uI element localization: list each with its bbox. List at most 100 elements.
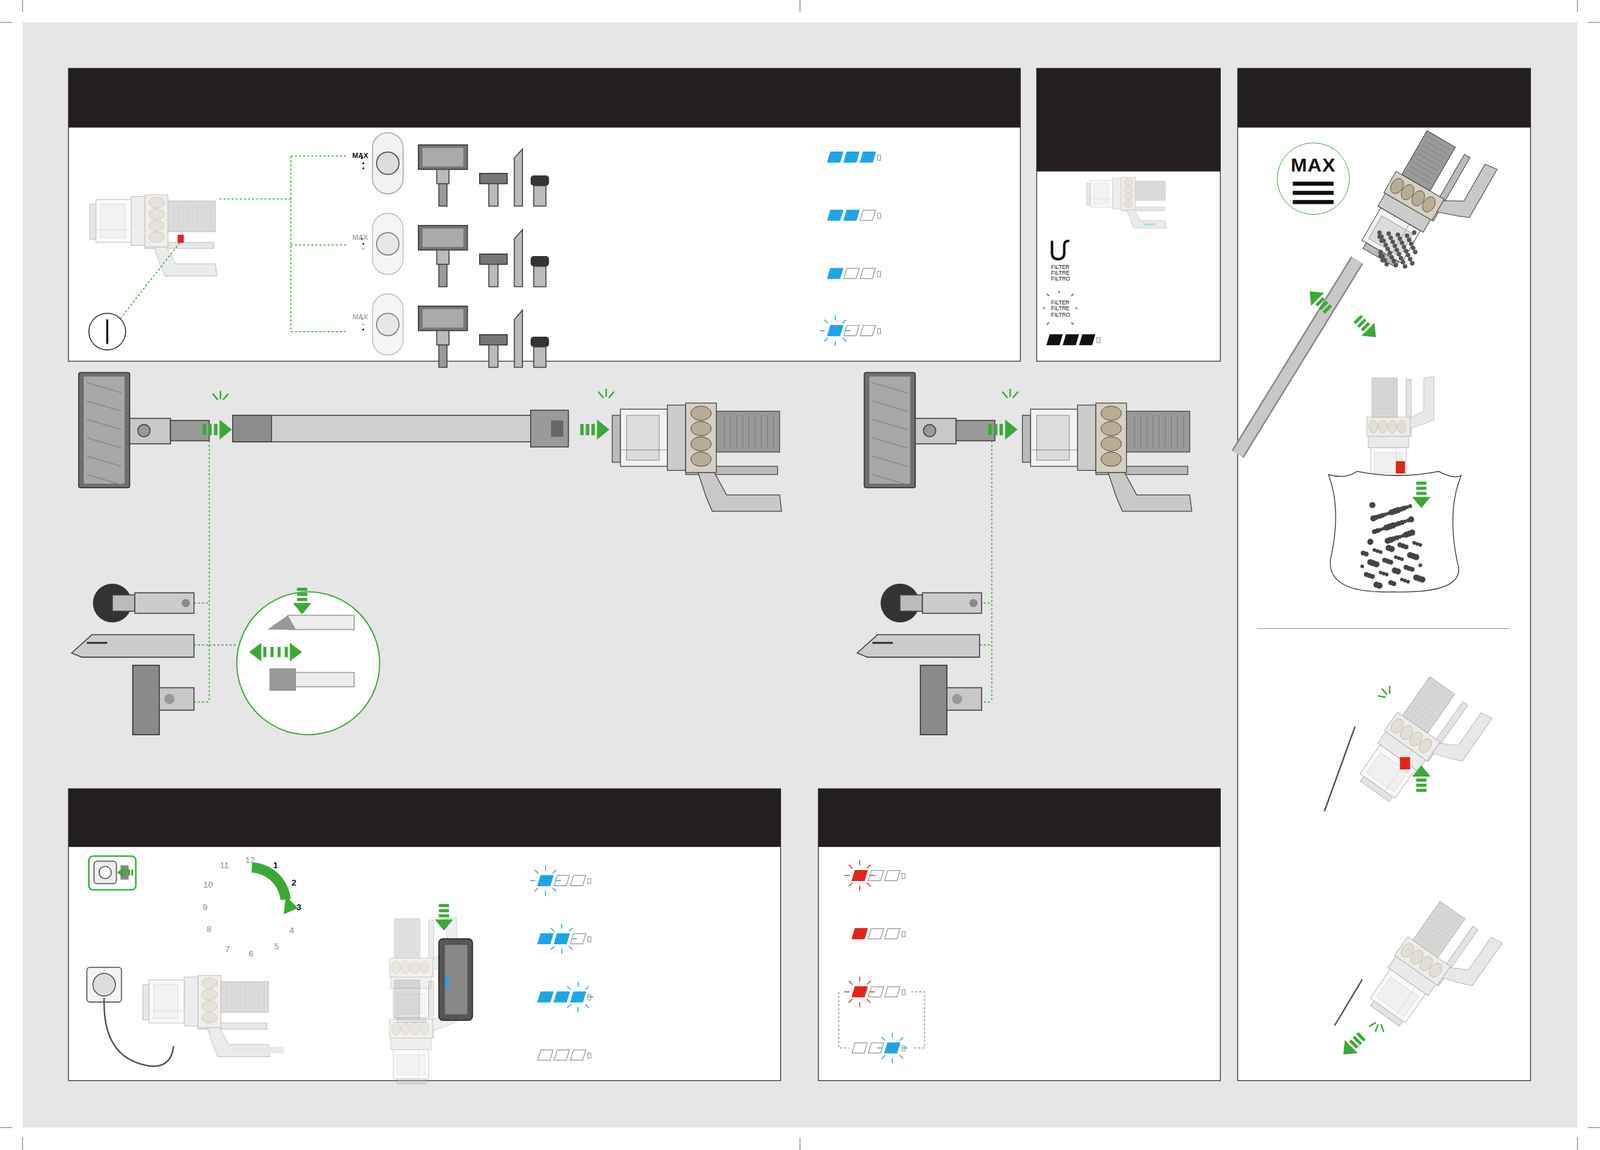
- tool-icons: [422, 147, 464, 166]
- direction-arrow: [1412, 481, 1431, 509]
- vacuum-body: [1143, 223, 1156, 226]
- vacuum-body: [183, 203, 184, 229]
- leader-line: [979, 644, 992, 646]
- vacuum-body: [1424, 689, 1445, 704]
- tool-icons: [533, 185, 547, 207]
- vacuum-body: [397, 1054, 425, 1075]
- panel: [1037, 68, 1221, 172]
- fault-panel: [839, 860, 925, 1064]
- vacuum-body: [1410, 166, 1433, 180]
- battery-indicator: [537, 923, 591, 954]
- vacuum-body: [716, 411, 780, 453]
- bin-bag: [1394, 568, 1401, 574]
- bin-bag: [1369, 573, 1375, 580]
- flash-marks: [859, 860, 860, 866]
- mode-button: [372, 213, 404, 275]
- direction-arrow: [285, 646, 289, 658]
- clock-number: 2: [291, 878, 297, 887]
- vacuum-body: [612, 403, 782, 512]
- floor-head: [923, 424, 936, 437]
- battery-indicator: [570, 933, 587, 945]
- crop-mark: [21, 0, 23, 13]
- panel: [1237, 68, 1531, 1081]
- mini-head-tool: [946, 687, 982, 711]
- vacuum-body: [96, 229, 132, 231]
- crop-mark: [799, 0, 801, 13]
- dirt: [1378, 254, 1383, 259]
- vacuum-body: [1368, 420, 1378, 434]
- click-marks: [219, 390, 222, 400]
- wall-dock: [444, 944, 468, 1015]
- bin-bag: [1419, 576, 1426, 583]
- dirt: [1387, 250, 1392, 256]
- clock-number: 6: [248, 949, 253, 959]
- floor-head: [78, 372, 210, 488]
- wand: [232, 415, 569, 442]
- direction-arrow: [1416, 788, 1427, 792]
- flash-marks: [1071, 322, 1074, 325]
- crop-mark: [1576, 0, 1578, 13]
- vacuum-body: [1409, 376, 1434, 429]
- direction-arrow: [993, 423, 998, 435]
- click-marks: [223, 393, 229, 400]
- vacuum-body: [1374, 385, 1395, 386]
- floor-head: [956, 420, 996, 442]
- panel: [818, 788, 1221, 1081]
- floor-head: [87, 474, 122, 485]
- bin-bag: [1391, 581, 1397, 587]
- vacuum-body: [100, 203, 126, 238]
- battery-indicator: [819, 315, 881, 346]
- vacuum-body: [393, 1049, 429, 1079]
- direction-arrow: [438, 904, 449, 908]
- panel: [1237, 68, 1531, 128]
- direction-arrow: [128, 869, 131, 876]
- flash-marks: [577, 981, 579, 987]
- clock-number: 8: [207, 925, 212, 934]
- flash-marks: [588, 996, 594, 998]
- flash-marks: [881, 1037, 886, 1041]
- leader-line: [194, 602, 210, 604]
- vacuum-body: [1030, 408, 1078, 467]
- vacuum-body: [724, 415, 725, 449]
- floor-head: [78, 372, 130, 488]
- tool-icons: [514, 148, 524, 207]
- clock-number: 10: [203, 880, 213, 889]
- vacuum-body: [1402, 130, 1456, 191]
- click-marks: [598, 391, 604, 398]
- vacuum-body: [754, 415, 756, 449]
- tool-icons: [533, 266, 547, 287]
- battery-indicator: [860, 325, 876, 336]
- vacuum-body: [397, 933, 418, 935]
- flash-marks: [848, 864, 853, 869]
- battery-indicator: [860, 210, 876, 221]
- vacuum-body: [1121, 177, 1136, 211]
- brush-tool: [134, 592, 195, 614]
- direction-arrow: [131, 869, 134, 876]
- flash-marks: [859, 885, 860, 891]
- leader-line: [991, 440, 993, 702]
- flash-marks: [844, 991, 850, 992]
- vacuum-body: [1411, 708, 1432, 723]
- vacuum-body: [1162, 183, 1163, 199]
- click-marks: [1002, 391, 1008, 398]
- battery-indicator: [844, 860, 905, 891]
- vacuum-body: [1423, 929, 1444, 944]
- floor-head: [872, 455, 908, 467]
- tool-icons: [530, 336, 549, 347]
- vacuum-body: [1397, 420, 1407, 434]
- brush-detail: [267, 615, 297, 630]
- flash-marks: [1042, 307, 1045, 309]
- tool-icons: [530, 256, 549, 267]
- tool-icons: [533, 346, 547, 368]
- assembly-illustration: [71, 372, 1192, 735]
- click-marks: [212, 390, 229, 400]
- battery-indicator: [570, 991, 587, 1003]
- dirt: [1411, 245, 1416, 251]
- vacuum-body: [389, 1018, 433, 1038]
- bin-bag: [1400, 557, 1404, 562]
- mode-dots: [362, 162, 365, 165]
- direction-arrow: [263, 646, 267, 658]
- flash-marks: [859, 976, 860, 982]
- vacuum-body: [397, 1009, 418, 1011]
- filter-symbol: [1051, 240, 1070, 259]
